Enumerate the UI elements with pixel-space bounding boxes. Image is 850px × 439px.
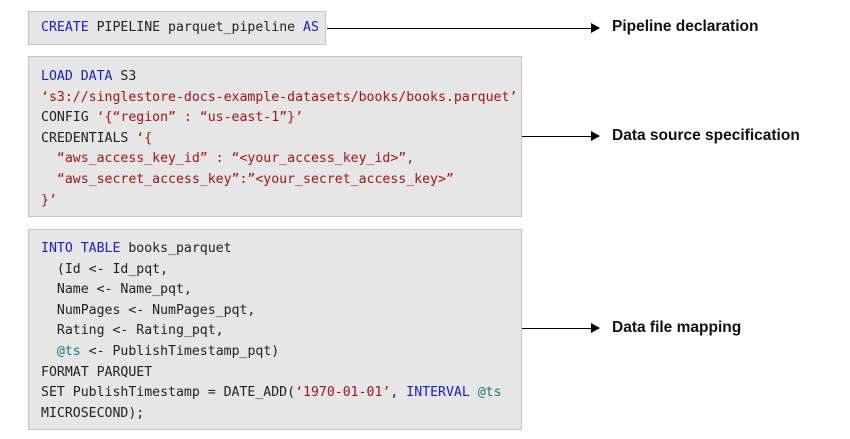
code-token: ‘{: [136, 130, 153, 146]
code-token: Name <- Name_pqt,: [41, 282, 192, 298]
code-token: INTERVAL: [406, 385, 470, 401]
code-line: NumPages <- NumPages_pqt,: [41, 301, 509, 322]
code-line: Rating <- Rating_pqt,: [41, 321, 509, 342]
data-file-mapping-label: Data file mapping: [612, 319, 742, 336]
code-token: NumPages <- NumPages_pqt,: [41, 302, 256, 318]
data-source-specification-label: Data source specification: [612, 127, 800, 144]
code-line: “aws_access_key_id” : “<your_access_key_…: [41, 149, 509, 170]
code-token: }’: [41, 192, 57, 208]
code-token: CONFIG: [41, 110, 97, 126]
code-line: CONFIG ‘{“region” : “us-east-1”}’: [41, 108, 509, 129]
code-line: FORMAT PARQUET: [41, 363, 509, 384]
data-file-mapping-code-block: INTO TABLE books_parquet (Id <- Id_pqt, …: [28, 229, 522, 430]
code-token: ‘1970-01-01’: [295, 385, 391, 401]
code-token: @ts: [477, 385, 502, 401]
code-line: INTO TABLE books_parquet: [41, 239, 509, 260]
data-file-mapping-arrow: [522, 323, 600, 333]
code-token: LOAD DATA: [41, 69, 113, 84]
code-token: FORMAT PARQUET: [41, 364, 153, 380]
code-line: @ts <- PublishTimestamp_pqt): [41, 342, 509, 363]
code-line: LOAD DATA S3: [41, 67, 509, 88]
pipeline-declaration-label: Pipeline declaration: [612, 18, 759, 35]
code-line: CREATE PIPELINE parquet_pipeline AS: [41, 18, 319, 39]
code-token: INTO TABLE: [41, 241, 121, 256]
code-token: SET PublishTimestamp = DATE_ADD(: [41, 385, 296, 401]
code-token: PIPELINE parquet_pipeline: [88, 20, 304, 35]
code-line: }’: [41, 191, 509, 212]
code-token: CREDENTIALS: [41, 130, 137, 146]
code-token: ‘s3://singlestore-docs-example-datasets/…: [41, 89, 518, 105]
code-line: CREDENTIALS ‘{: [41, 129, 509, 150]
code-token: @ts: [56, 343, 81, 359]
code-token: (Id <- Id_pqt,: [41, 261, 169, 277]
code-token: CREATE: [41, 20, 89, 35]
code-token: ,: [390, 385, 407, 401]
code-token: [470, 385, 478, 400]
code-line: “aws_secret_access_key”:”<your_secret_ac…: [41, 170, 509, 191]
code-token: Rating <- Rating_pqt,: [41, 323, 224, 339]
code-line: MICROSECOND);: [41, 404, 509, 425]
code-token: MICROSECOND);: [41, 405, 145, 421]
pipeline-declaration-code-block: CREATE PIPELINE parquet_pipeline AS: [28, 11, 326, 45]
pipeline-declaration-arrow: [327, 23, 600, 33]
code-token: “aws_access_key_id” : “<your_access_key_…: [41, 151, 415, 167]
code-line: ‘s3://singlestore-docs-example-datasets/…: [41, 88, 517, 109]
data-source-code-block: LOAD DATA S3‘s3://singlestore-docs-examp…: [28, 56, 522, 217]
code-token: ‘{“region” : “us-east-1”}’: [96, 110, 304, 126]
code-token: AS: [303, 20, 319, 35]
code-token: “aws_secret_access_key”:”<your_secret_ac…: [41, 171, 454, 187]
code-line: SET PublishTimestamp = DATE_ADD(‘1970-01…: [41, 383, 509, 404]
data-source-arrow: [522, 131, 600, 141]
code-token: S3: [112, 69, 137, 84]
code-token: <- PublishTimestamp_pqt): [80, 343, 280, 359]
code-token: books_parquet: [120, 241, 232, 256]
code-token: [41, 344, 57, 359]
code-line: Name <- Name_pqt,: [41, 280, 509, 301]
code-line: (Id <- Id_pqt,: [41, 260, 509, 281]
